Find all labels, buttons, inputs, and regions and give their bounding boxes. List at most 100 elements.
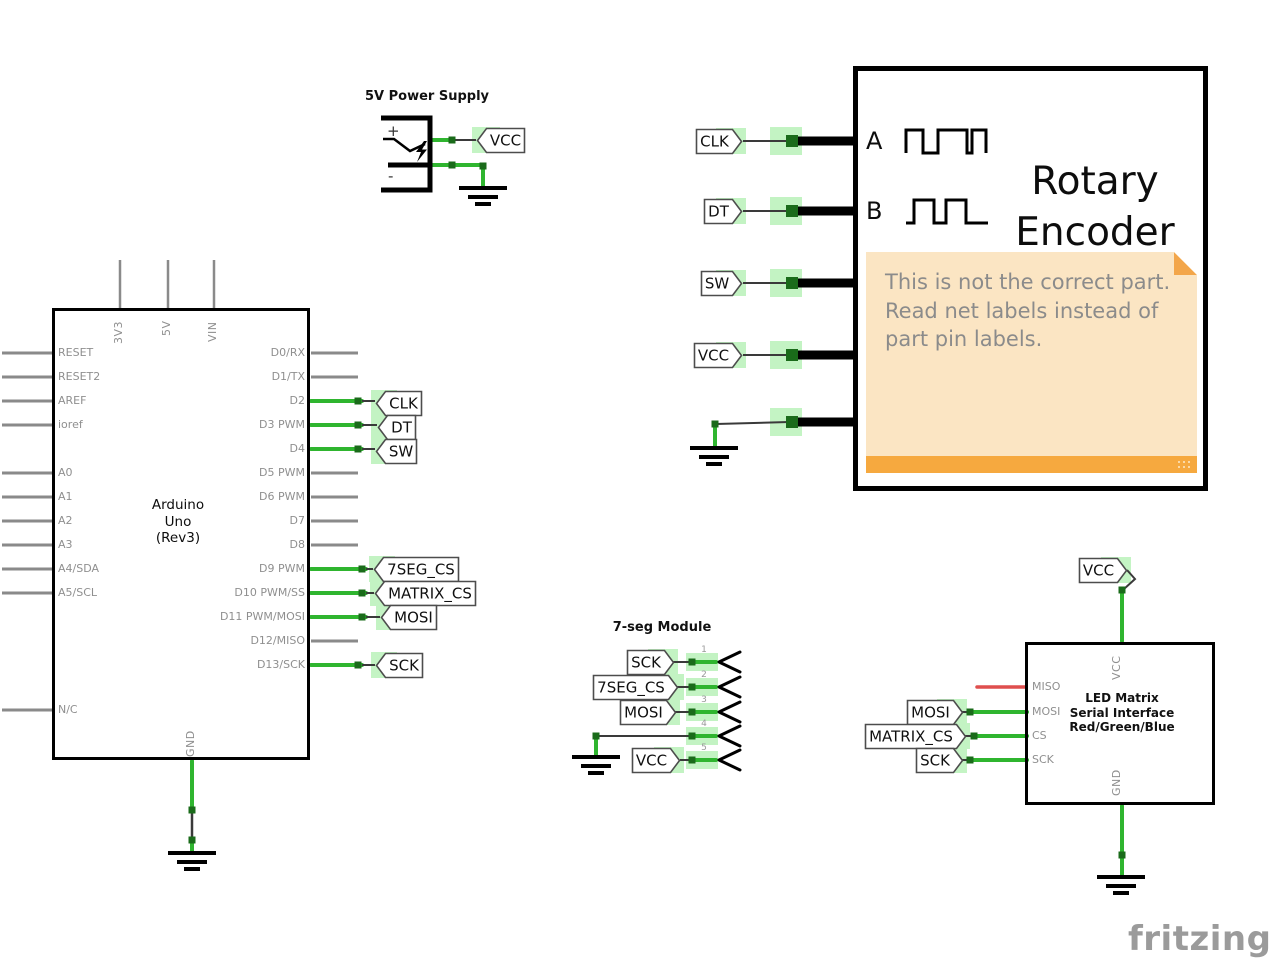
net-label-flag-shape: [375, 652, 424, 678]
matrix-pin-sck: SCK: [1032, 753, 1054, 766]
arduino-pin-d7: D7: [289, 514, 305, 527]
arduino-pin-a0: A0: [58, 466, 73, 479]
net-label-text: VCC: [1083, 561, 1114, 579]
net-label-text: SW: [389, 442, 414, 460]
net-label-sw[interactable]: SW: [700, 270, 743, 297]
net-label-flag-shape: [375, 438, 418, 464]
7seg-pin-number-4: 4: [701, 719, 707, 729]
net-label-text: VCC: [698, 346, 729, 364]
net-label-flag-shape: [703, 198, 743, 224]
minus-terminal-label: -: [388, 167, 394, 185]
encoder-bus-wires[interactable]: [789, 136, 856, 427]
arduino-pin-ioref: ioref: [58, 418, 83, 431]
led-matrix-title-line: Red/Green/Blue: [1069, 720, 1175, 734]
junction-nodes: [188, 135, 1126, 859]
net-label-clk[interactable]: CLK: [695, 128, 743, 155]
net-label-dt[interactable]: DT: [377, 414, 417, 441]
net-label-matrix_cs[interactable]: MATRIX_CS: [864, 723, 967, 750]
matrix-pin-miso: MISO: [1032, 680, 1061, 693]
net-label-text: MOSI: [911, 703, 950, 721]
note-text: This is not the correct part. Read net l…: [885, 268, 1170, 354]
arduino-pin-gnd: GND: [184, 730, 197, 757]
arduino-pin-vin: VIN: [206, 321, 219, 343]
net-label-dt[interactable]: DT: [703, 198, 743, 225]
7seg-connector-icons[interactable]: [717, 650, 742, 772]
net-label-sck[interactable]: SCK: [626, 649, 675, 676]
lightning-bolt-icon: [416, 141, 427, 162]
arduino-pin-a5-scl: A5/SCL: [58, 586, 98, 599]
sticky-note[interactable]: This is not the correct part. Read net l…: [866, 252, 1197, 473]
arduino-pin-d1: D1/TX: [271, 370, 305, 383]
arduino-pin-d11: D11 PWM/MOSI: [219, 610, 305, 623]
net-label-matrix_cs[interactable]: MATRIX_CS: [374, 580, 477, 607]
arduino-title-line: Arduino: [151, 497, 205, 513]
net-label-clk[interactable]: CLK: [375, 390, 423, 417]
arduino-pin-d4: D4: [289, 442, 305, 455]
led-matrix-title: LED Matrix Serial Interface Red/Green/Bl…: [1038, 691, 1206, 735]
matrix-pin-vcc: VCC: [1110, 655, 1123, 680]
led-matrix-part[interactable]: [1025, 642, 1215, 805]
net-label-text: VCC: [636, 751, 667, 769]
arduino-pin-d13: D13/SCK: [256, 658, 305, 671]
power-supply-title: 5V Power Supply: [364, 89, 489, 104]
net-label-flag-shape: [700, 270, 743, 296]
net-label-flag-shape: [695, 128, 743, 154]
net-label-7seg_cs[interactable]: 7SEG_CS: [592, 674, 679, 701]
net-label-text: DT: [391, 418, 413, 436]
net-label-text: MATRIX_CS: [388, 584, 472, 603]
arduino-pin-a3: A3: [58, 538, 73, 551]
arduino-pin-a1: A1: [58, 490, 73, 503]
net-label-flag-shape: [915, 747, 964, 773]
arduino-pin-stubs: [2, 260, 358, 712]
rotary-encoder-title: Rotary Encoder: [988, 156, 1202, 258]
arduino-pin-a2: A2: [58, 514, 73, 527]
encoder-channel-a-label: A: [866, 127, 883, 155]
power-supply-symbol[interactable]: [381, 115, 433, 193]
net-label-mosi[interactable]: MOSI: [619, 699, 677, 726]
encoder-channel-b-label: B: [866, 197, 883, 225]
net-label-text: SCK: [389, 656, 420, 674]
net-label-flag-shape: [906, 699, 964, 725]
net-label-sw[interactable]: SW: [375, 438, 418, 465]
plus-terminal-label: +: [387, 122, 400, 140]
net-label-text: VCC: [490, 131, 521, 149]
led-matrix-title-line: Serial Interface: [1069, 705, 1175, 720]
net-label-vcc[interactable]: VCC: [476, 127, 526, 154]
net-label-text: DT: [708, 202, 730, 220]
net-label-flag-shape: [1078, 557, 1128, 583]
net-label-flag-shape: [476, 127, 526, 153]
net-label-vcc[interactable]: VCC: [631, 747, 681, 774]
arduino-pin-d0: D0/RX: [270, 346, 305, 359]
rotary-encoder-part[interactable]: [853, 66, 1208, 491]
net-label-vcc[interactable]: VCC: [1078, 557, 1128, 584]
note-resize-grip[interactable]: [1178, 461, 1192, 470]
waveform-b-icon: [906, 198, 988, 225]
arduino-pin-d10: D10 PWM/SS: [234, 586, 305, 599]
encoder-waveform-icons: [904, 128, 988, 225]
net-label-mosi[interactable]: MOSI: [906, 699, 964, 726]
net-label-text: SCK: [920, 751, 951, 769]
7seg-pin-number-2: 2: [701, 670, 707, 680]
arduino-pin-d3: D3 PWM: [259, 418, 305, 431]
arduino-uno-part[interactable]: [52, 308, 310, 760]
net-label-vcc[interactable]: VCC: [693, 342, 743, 369]
net-label-text: 7SEG_CS: [387, 560, 455, 579]
arduino-pin-reset2: RESET2: [58, 370, 101, 383]
net-label-sck[interactable]: SCK: [915, 747, 964, 774]
matrix-pin-mosi: MOSI: [1032, 705, 1061, 718]
arduino-pin-aref: AREF: [58, 394, 87, 407]
note-text-line: This is not the correct part.: [885, 270, 1171, 294]
arduino-title-line: (Rev3): [155, 530, 201, 546]
net-label-flag-shape: [631, 747, 681, 773]
net-label-mosi[interactable]: MOSI: [380, 604, 438, 631]
arduino-pin-3v3: 3V3: [112, 320, 125, 344]
net-label-7seg_cs[interactable]: 7SEG_CS: [373, 556, 460, 583]
arduino-pin-5v: 5V: [160, 320, 173, 336]
arduino-title-line: Uno: [164, 513, 192, 530]
arduino-pin-d2: D2: [289, 394, 305, 407]
note-text-line: part pin labels.: [885, 327, 1043, 351]
net-label-sck[interactable]: SCK: [375, 652, 424, 679]
arduino-pin-d9: D9 PWM: [259, 562, 305, 575]
arduino-pin-reset: RESET: [58, 346, 94, 359]
